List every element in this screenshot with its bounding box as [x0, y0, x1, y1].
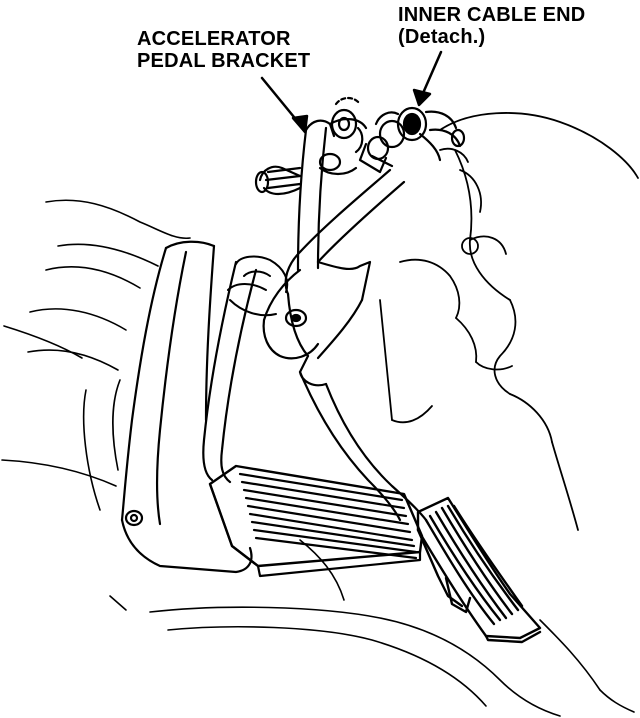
accelerator-pedal-arm — [262, 168, 428, 522]
inner-cable-end-label: INNER CABLE END (Detach.) — [398, 4, 585, 48]
bracket-label-line2: PEDAL BRACKET — [137, 50, 311, 72]
cable-leader-arrow — [412, 50, 443, 107]
bracket-label-line1: ACCELERATOR — [137, 28, 291, 50]
accelerator-pedal-bracket — [254, 96, 368, 272]
inner-cable-end — [358, 106, 466, 174]
cable-label-line2: (Detach.) — [398, 26, 486, 48]
floor-lines — [109, 539, 635, 717]
bracket-leader-arrow — [260, 76, 309, 134]
brake-pivot — [227, 255, 289, 317]
firewall-contours — [1, 199, 191, 511]
accelerator-pedal-pad — [416, 496, 542, 644]
pedal-box-wall — [379, 112, 639, 531]
brake-pedal — [120, 240, 424, 578]
accelerator-pedal-bracket-label: ACCELERATOR PEDAL BRACKET — [137, 28, 310, 72]
cable-label-line1: INNER CABLE END — [398, 4, 586, 26]
